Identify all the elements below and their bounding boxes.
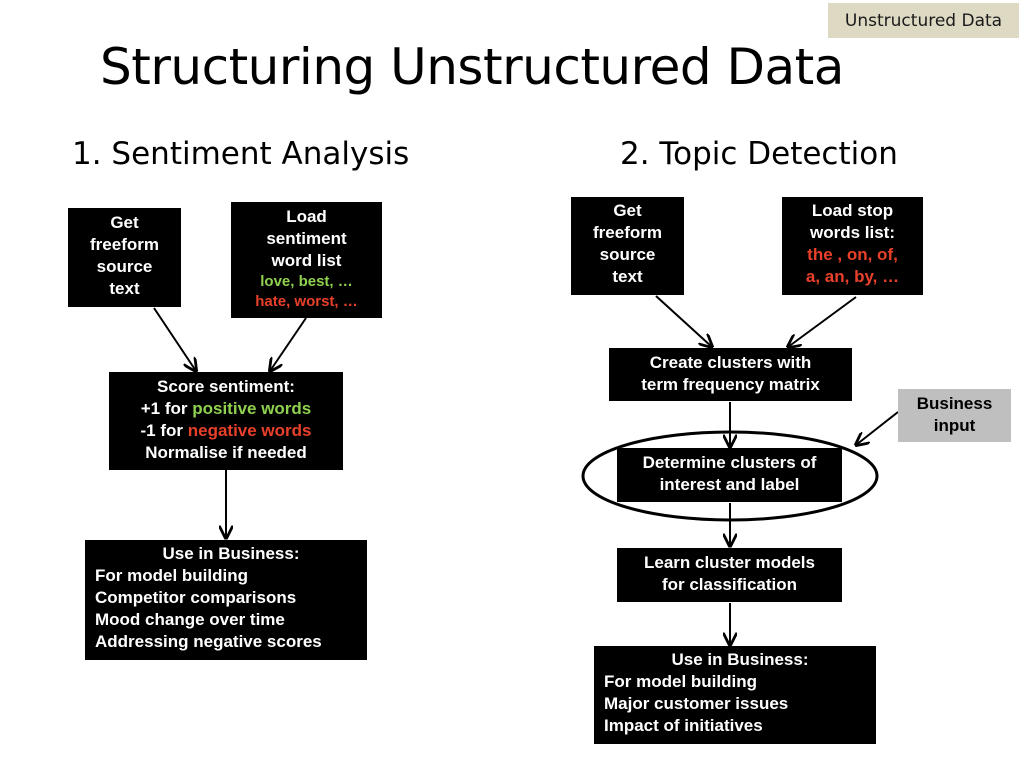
box-line: source: [96, 257, 153, 276]
box-line: Create clusters with: [649, 353, 812, 372]
box-line: for classification: [661, 575, 798, 594]
box-line: input: [933, 416, 976, 435]
box-line: term frequency matrix: [641, 375, 820, 394]
box-line: Business: [916, 394, 993, 413]
determine-clusters-box: Determine clusters of interest and label: [617, 448, 842, 502]
business-item: Addressing negative scores: [95, 632, 322, 651]
box-line: sentiment: [266, 229, 347, 248]
stop-words-line: the , on, of,: [807, 245, 898, 264]
business-heading: Use in Business:: [162, 544, 300, 563]
section-tag: Unstructured Data: [828, 3, 1019, 38]
business-item: For model building: [95, 566, 248, 585]
negative-rule: -1 for negative words: [109, 420, 343, 442]
box-line: freeform: [90, 235, 159, 254]
business-item: Impact of initiatives: [604, 716, 763, 735]
score-sentiment-box: Score sentiment: +1 for positive words -…: [109, 372, 343, 470]
box-line: Learn cluster models: [643, 553, 815, 572]
get-source-text-box-2: Get freeform source text: [571, 197, 684, 295]
box-line: Normalise if needed: [145, 443, 307, 462]
sentiment-heading: 1. Sentiment Analysis: [72, 136, 410, 172]
business-input-box: Business input: [898, 389, 1011, 442]
rule-prefix: -1 for: [140, 421, 188, 440]
load-stop-words-box: Load stop words list: the , on, of, a, a…: [782, 197, 923, 295]
rule-prefix: +1 for: [140, 399, 193, 418]
arrow-stop-to-clusters: [788, 296, 857, 347]
box-line: freeform: [593, 223, 662, 242]
positive-word-list: love, best, …: [260, 273, 353, 290]
business-item: Mood change over time: [95, 610, 285, 629]
business-item: Competitor comparisons: [95, 588, 297, 607]
highlight-ellipse: [581, 430, 879, 522]
sentiment-business-box: Use in Business: For model building Comp…: [85, 540, 367, 660]
arrow-get-to-score: [153, 307, 196, 371]
box-line: text: [612, 267, 643, 286]
stop-words-line: a, an, by, …: [805, 267, 900, 286]
topic-heading: 2. Topic Detection: [620, 136, 898, 172]
arrow-get-to-clusters: [655, 295, 712, 347]
box-line: Score sentiment:: [157, 377, 295, 396]
box-line: Determine clusters of: [642, 453, 817, 472]
arrow-load-to-score: [270, 317, 307, 371]
negative-words-label: negative words: [187, 421, 312, 440]
box-line: Get: [110, 213, 139, 232]
learn-models-box: Learn cluster models for classification: [617, 548, 842, 602]
positive-rule: +1 for positive words: [109, 398, 343, 420]
box-line: source: [599, 245, 656, 264]
box-line: words list:: [809, 223, 895, 242]
box-line: text: [109, 279, 140, 298]
box-line: word list: [271, 251, 342, 270]
arrow-input-to-determine: [856, 411, 899, 445]
positive-words-label: positive words: [192, 399, 312, 418]
load-sentiment-box: Load sentiment word list love, best, … h…: [231, 202, 382, 318]
box-line: Load stop: [811, 201, 894, 220]
business-item: For model building: [604, 672, 757, 691]
box-line: Load: [286, 207, 327, 226]
topic-business-box: Use in Business: For model building Majo…: [594, 646, 876, 744]
get-source-text-box: Get freeform source text: [68, 208, 181, 307]
negative-word-list: hate, worst, …: [255, 293, 358, 310]
business-heading: Use in Business:: [671, 650, 809, 669]
business-item: Major customer issues: [604, 694, 789, 713]
box-line: Get: [613, 201, 642, 220]
box-line: interest and label: [659, 475, 800, 494]
page-title: Structuring Unstructured Data: [100, 38, 844, 96]
create-clusters-box: Create clusters with term frequency matr…: [609, 348, 852, 401]
